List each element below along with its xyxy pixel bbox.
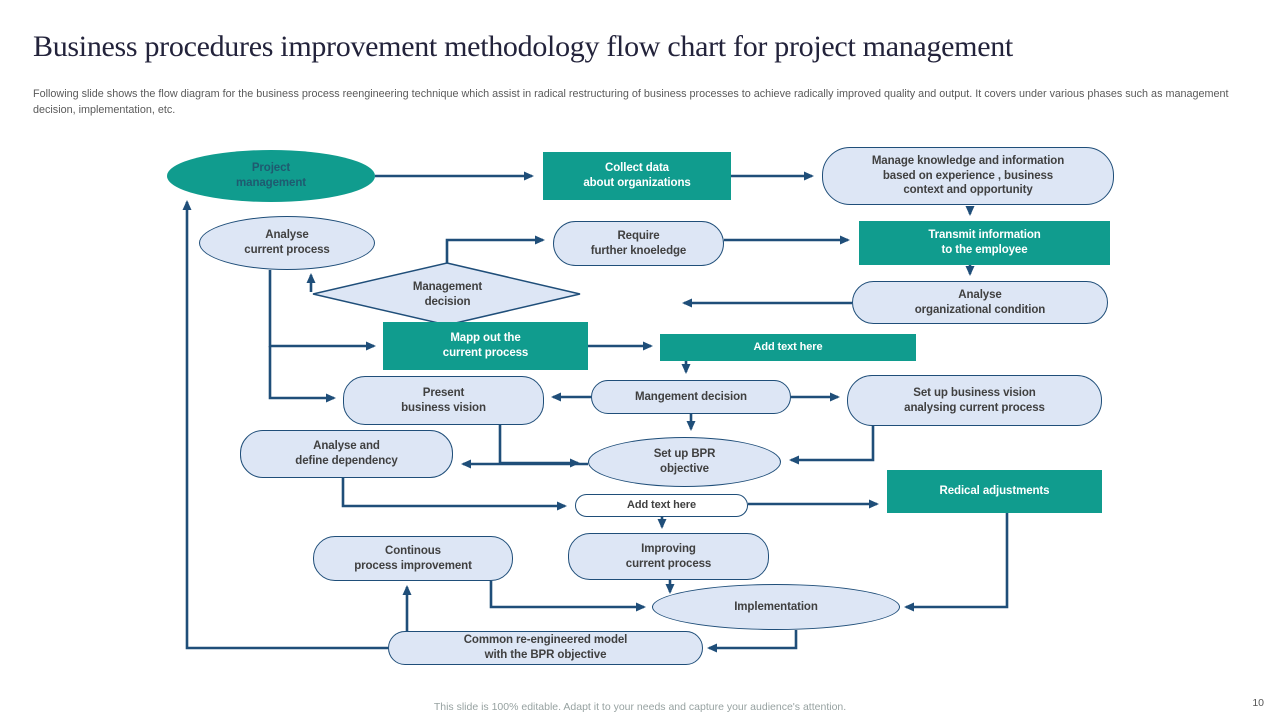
- arrow-continous-to-implementation: [489, 581, 646, 612]
- node-analyse-define-dependency[interactable]: Analyse and define dependency: [240, 430, 453, 478]
- arrow-analysecurrent-to-present: [268, 346, 336, 403]
- arrow-analysedefine-to-addtextwhite: [341, 478, 567, 511]
- arrow-redical-to-implementation: [904, 513, 1009, 612]
- arrow-decision-to-require: [445, 235, 545, 266]
- node-present-business-vision[interactable]: Present business vision: [343, 376, 544, 425]
- node-set-up-bpr-objective[interactable]: Set up BPR objective: [588, 437, 781, 487]
- slide-subtitle: Following slide shows the flow diagram f…: [33, 88, 1229, 117]
- node-add-text-here-white[interactable]: Add text here: [575, 494, 748, 517]
- node-collect-data[interactable]: Collect data about organizations: [543, 152, 731, 200]
- node-add-text-here-teal[interactable]: Add text here: [660, 334, 916, 361]
- node-analyse-organizational-condition[interactable]: Analyse organizational condition: [852, 281, 1108, 324]
- node-improving-current-process[interactable]: Improving current process: [568, 533, 769, 580]
- node-require-further-knowledge[interactable]: Require further knoeledge: [553, 221, 724, 266]
- node-implementation[interactable]: Implementation: [652, 584, 900, 630]
- node-manage-knowledge[interactable]: Manage knowledge and information based o…: [822, 147, 1114, 205]
- node-redical-adjustments[interactable]: Redical adjustments: [887, 470, 1102, 513]
- page-number: 10: [1252, 697, 1264, 709]
- node-mapp-out-current-process[interactable]: Mapp out the current process: [383, 322, 588, 370]
- node-project-management[interactable]: Project management: [167, 150, 375, 202]
- node-transmit-information[interactable]: Transmit information to the employee: [859, 221, 1110, 265]
- arrow-present-to-bpr: [498, 425, 580, 468]
- arrow-implementation-to-common: [707, 630, 798, 653]
- node-set-up-business-vision[interactable]: Set up business vision analysing current…: [847, 375, 1102, 426]
- node-management-decision[interactable]: Management decision: [412, 281, 483, 308]
- slide-footer-note: This slide is 100% editable. Adapt it to…: [433, 701, 847, 713]
- page-title: Business procedures improvement methodol…: [33, 30, 1013, 63]
- arrow-setupvision-to-bpr: [789, 426, 875, 465]
- node-common-reengineered-model[interactable]: Common re-engineered model with the BPR …: [388, 631, 703, 665]
- node-analyse-current-process[interactable]: Analyse current process: [199, 216, 375, 270]
- node-continous-process-improvement[interactable]: Continous process improvement: [313, 536, 513, 581]
- node-mangement-decision[interactable]: Mangement decision: [591, 380, 791, 414]
- arrow-common-to-project: [182, 200, 388, 650]
